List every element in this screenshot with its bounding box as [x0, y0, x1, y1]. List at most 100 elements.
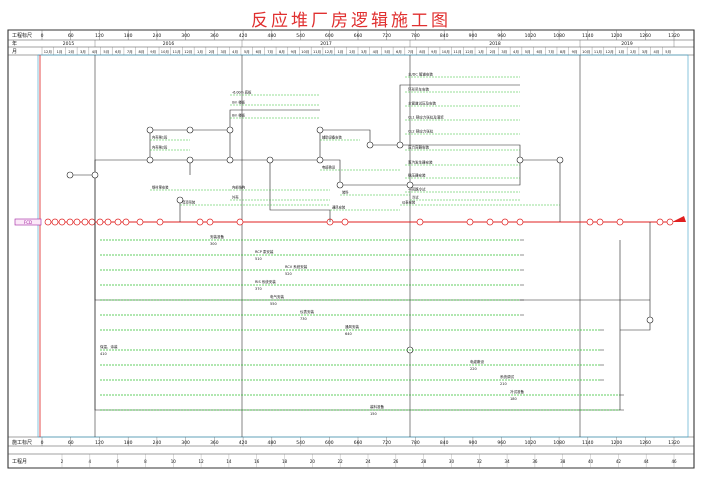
activity-label-top: 一回路冷试	[408, 187, 426, 192]
long-activity-label: 电气安装	[270, 294, 284, 299]
month-label: 1月	[618, 49, 624, 54]
logic-link	[229, 109, 320, 130]
start-box	[14, 218, 42, 226]
year-label-2018: 2018	[489, 41, 501, 47]
year-label: 年	[12, 40, 17, 47]
month-label: 11月	[594, 49, 602, 54]
month-label: 2月	[349, 49, 355, 54]
month-label: 1月	[478, 49, 484, 54]
critical-node	[416, 218, 424, 226]
logic-node	[226, 126, 234, 134]
logic-node	[91, 171, 99, 179]
logic-node	[186, 126, 194, 134]
year-label-2015: 2015	[63, 41, 75, 47]
long-activity-label: 系统调试	[500, 374, 514, 379]
quarter-tick-label: 30	[449, 459, 455, 464]
quarter-tick-label: 24	[365, 459, 371, 464]
critical-node	[466, 218, 474, 226]
long-activity-duration: 410	[100, 352, 107, 356]
activity-label-mid: 装料	[342, 190, 349, 195]
critical-node	[66, 218, 74, 226]
month-label: 9月	[150, 49, 156, 54]
month-label: 1月	[197, 49, 203, 54]
critical-node	[586, 218, 594, 226]
long-activity-duration: 730	[300, 317, 307, 321]
month-label: 8月	[279, 49, 285, 54]
long-activity-duration: 640	[345, 332, 352, 336]
month-label: 2月	[490, 49, 496, 54]
month-label: 5月	[103, 49, 109, 54]
activity-label-top: 环形吊车安装	[408, 87, 429, 92]
critical-node	[501, 218, 509, 226]
quarter-tick-label: 28	[421, 459, 427, 464]
critical-node	[114, 218, 122, 226]
logic-node	[146, 156, 154, 164]
critical-node	[196, 218, 204, 226]
month-label: 8月	[560, 49, 566, 54]
month-label: 7月	[127, 49, 133, 54]
month-label: 11月	[453, 49, 461, 54]
quarter-tick-label: 44	[644, 459, 650, 464]
long-activity-duration: 180	[510, 397, 517, 401]
logic-link	[94, 129, 190, 175]
logic-link	[410, 160, 521, 186]
long-activity-duration: 520	[285, 272, 292, 276]
quarter-tick-label: 32	[477, 459, 483, 464]
logic-node	[406, 181, 414, 189]
long-activity-label: RCP 泵安装	[255, 249, 274, 254]
logic-node	[556, 156, 564, 164]
long-activity-duration: 510	[255, 257, 262, 261]
month-label: 12月	[325, 49, 333, 54]
month-label: 6月	[396, 49, 402, 54]
logic-node	[646, 316, 654, 324]
month-label: 2月	[209, 49, 215, 54]
quarter-tick-label: 22	[338, 459, 344, 464]
quarter-tick-label: 46	[671, 459, 677, 464]
critical-node	[616, 218, 624, 226]
activity-label-mid: 内部结构	[232, 185, 246, 190]
activity-label-mid: 冷试	[412, 195, 419, 200]
logic-link	[70, 174, 96, 222]
quarter-tick-label: 20	[310, 459, 316, 464]
critical-node	[486, 218, 494, 226]
page-title: 反应堆厂房逻辑施工图	[251, 11, 451, 31]
critical-node	[96, 218, 104, 226]
start-label: FCD	[24, 220, 32, 225]
outer-frame	[7, 29, 695, 469]
footer-work-day-label: 施工标尺	[12, 439, 32, 446]
critical-node	[516, 218, 524, 226]
month-label: 3月	[642, 49, 648, 54]
critical-node	[666, 218, 674, 226]
month-label: 10月	[161, 49, 169, 54]
logic-link	[399, 84, 520, 145]
long-activity-label: 冷试准备	[510, 389, 524, 394]
long-activity-label: RCV 系统安装	[285, 264, 308, 269]
quarter-tick-label: 12	[199, 459, 205, 464]
long-activity-label: 安装准备	[210, 234, 224, 239]
activity-label-mid: 0m 楼板	[232, 100, 246, 105]
footer-quarter-label: 工程月	[12, 458, 27, 465]
month-label: 7月	[267, 49, 273, 54]
end-flag-icon	[672, 216, 686, 222]
quarter-tick-label: 16	[254, 459, 260, 464]
quarter-tick-label: 10	[171, 459, 177, 464]
month-label: 12月	[184, 49, 192, 54]
critical-node	[236, 218, 244, 226]
quarter-tick-label: 36	[532, 459, 538, 464]
critical-node	[206, 218, 214, 226]
logic-link	[320, 129, 400, 146]
month-label: 2月	[630, 49, 636, 54]
critical-node	[136, 218, 144, 226]
month-label: 8月	[139, 49, 145, 54]
month-label: 4月	[373, 49, 379, 54]
quarter-tick-label: 40	[588, 459, 594, 464]
logic-link	[270, 130, 321, 161]
long-activity-duration: 300	[210, 242, 217, 246]
month-label: 9月	[572, 49, 578, 54]
quarter-tick-label: 6	[116, 459, 119, 464]
critical-node	[341, 218, 349, 226]
long-activity-label: 通风安装	[345, 324, 359, 329]
long-activity-duration: 370	[255, 287, 262, 291]
critical-node	[88, 218, 96, 226]
